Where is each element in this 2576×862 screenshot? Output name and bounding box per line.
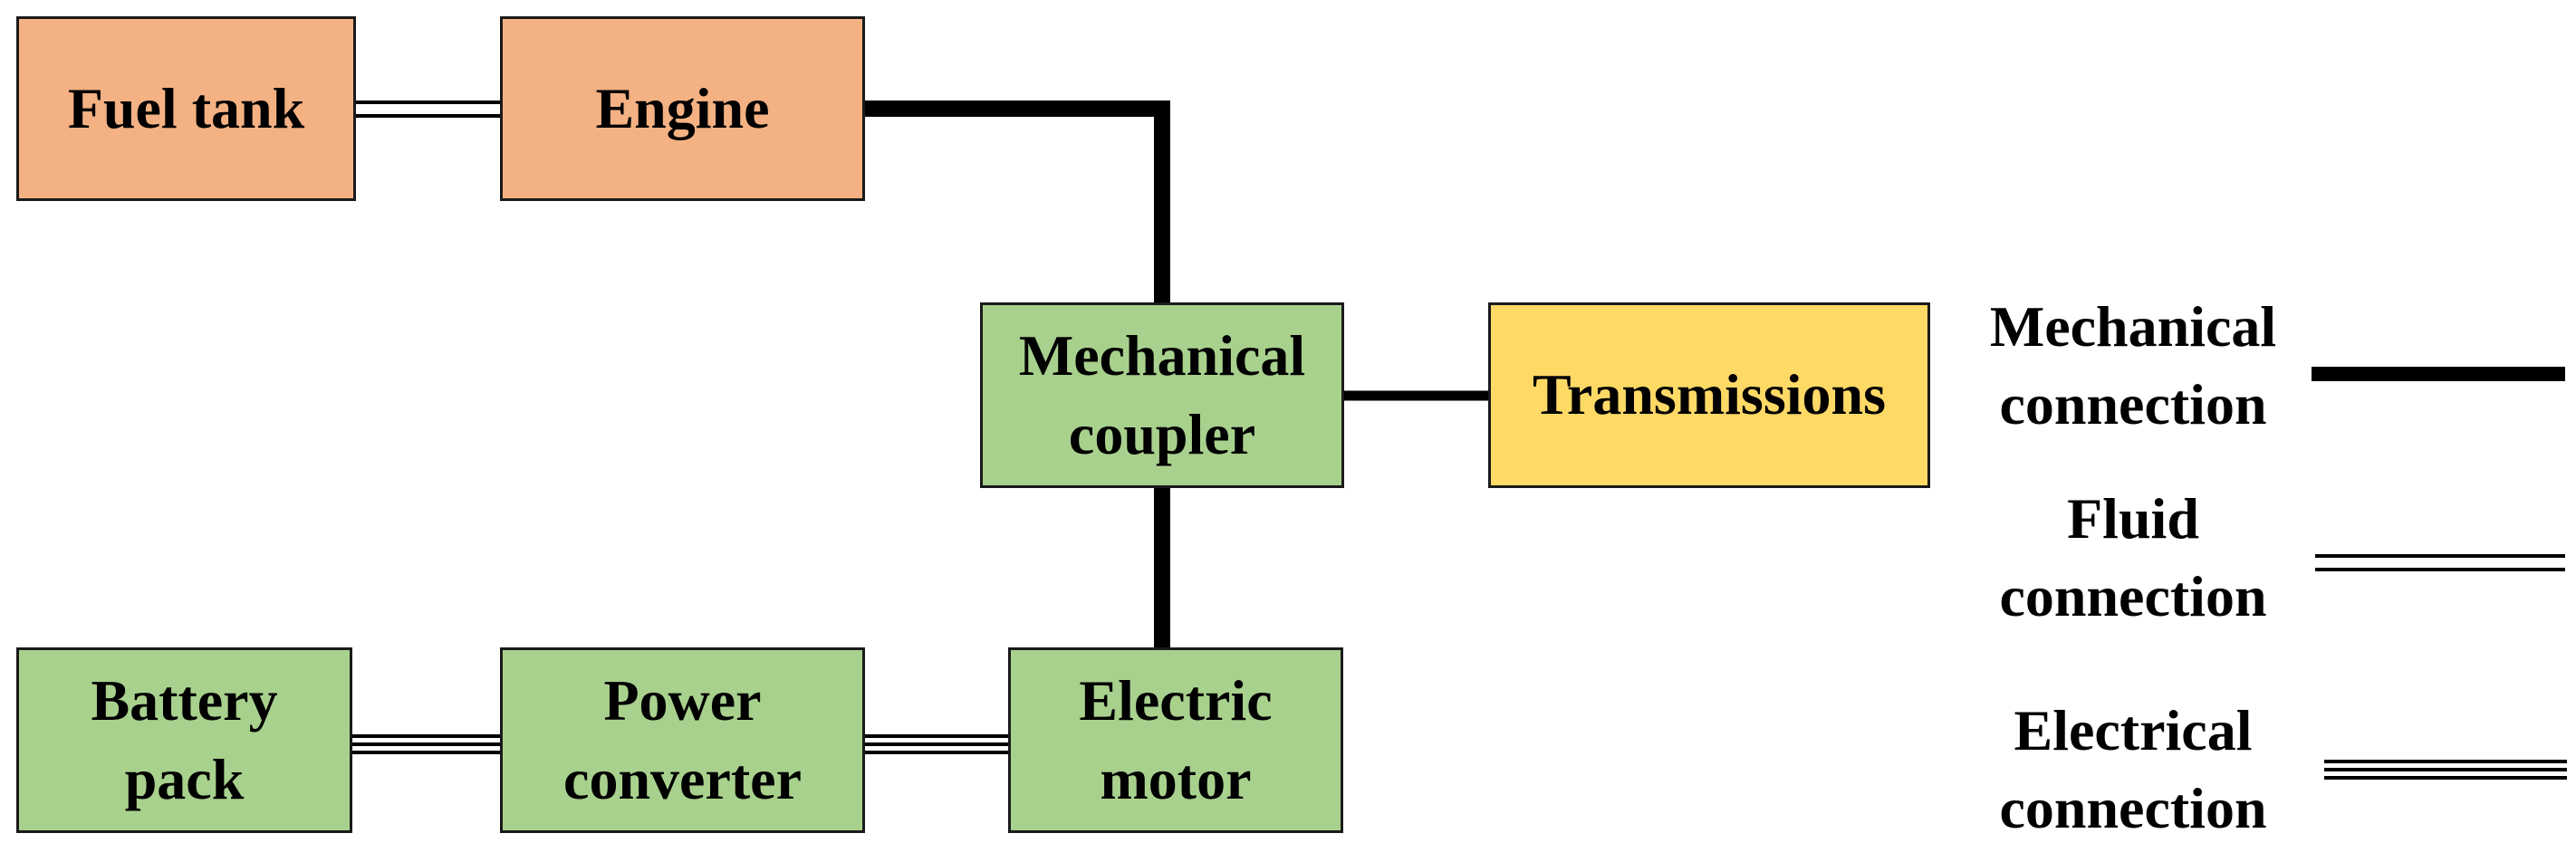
battery-pack-label-line1: Battery [91, 668, 278, 733]
transmissions-label: Transmissions [1532, 362, 1887, 427]
battery-converter-connection [352, 734, 500, 754]
mechanical-coupler-label-line2: coupler [1068, 401, 1256, 466]
legend-electrical-line [2324, 760, 2567, 780]
legend-fluid-line2: connection [1999, 564, 2267, 629]
legend-electrical-line2: connection [1999, 776, 2267, 841]
power-converter-label-line1: Power [603, 668, 762, 733]
battery-pack-label-line2: pack [124, 746, 245, 811]
legend-fluid-line [2315, 554, 2565, 571]
transmissions-block: Transmissions [1488, 302, 1930, 488]
legend-mechanical-line2: connection [1999, 372, 2267, 437]
fuel-tank-block: Fuel tank [16, 16, 356, 201]
power-converter-label-line2: converter [563, 746, 802, 811]
legend-electrical-label: Electrical connection [1966, 692, 2301, 848]
engine-block: Engine [500, 16, 865, 201]
electric-motor-block: Electric motor [1008, 647, 1343, 833]
engine-label: Engine [595, 75, 770, 140]
legend-fluid-line1: Fluid [2067, 486, 2199, 551]
legend-mechanical-line1: Mechanical [1989, 294, 2277, 359]
legend-fluid-label: Fluid connection [1966, 480, 2301, 637]
legend-electrical-line1: Electrical [2014, 698, 2253, 762]
battery-pack-block: Battery pack [16, 647, 352, 833]
fuel-tank-label: Fuel tank [67, 75, 305, 140]
legend-mechanical-label: Mechanical connection [1966, 288, 2301, 445]
engine-coupler-connection [865, 101, 1170, 302]
mechanical-coupler-label-line1: Mechanical [1018, 323, 1306, 388]
electric-motor-label-line1: Electric [1079, 668, 1273, 733]
fuel-tank-engine-connection [356, 101, 500, 118]
mechanical-coupler-block: Mechanical coupler [980, 302, 1344, 488]
converter-motor-connection [865, 734, 1008, 754]
electric-motor-label-line2: motor [1100, 746, 1252, 811]
power-converter-block: Power converter [500, 647, 865, 833]
